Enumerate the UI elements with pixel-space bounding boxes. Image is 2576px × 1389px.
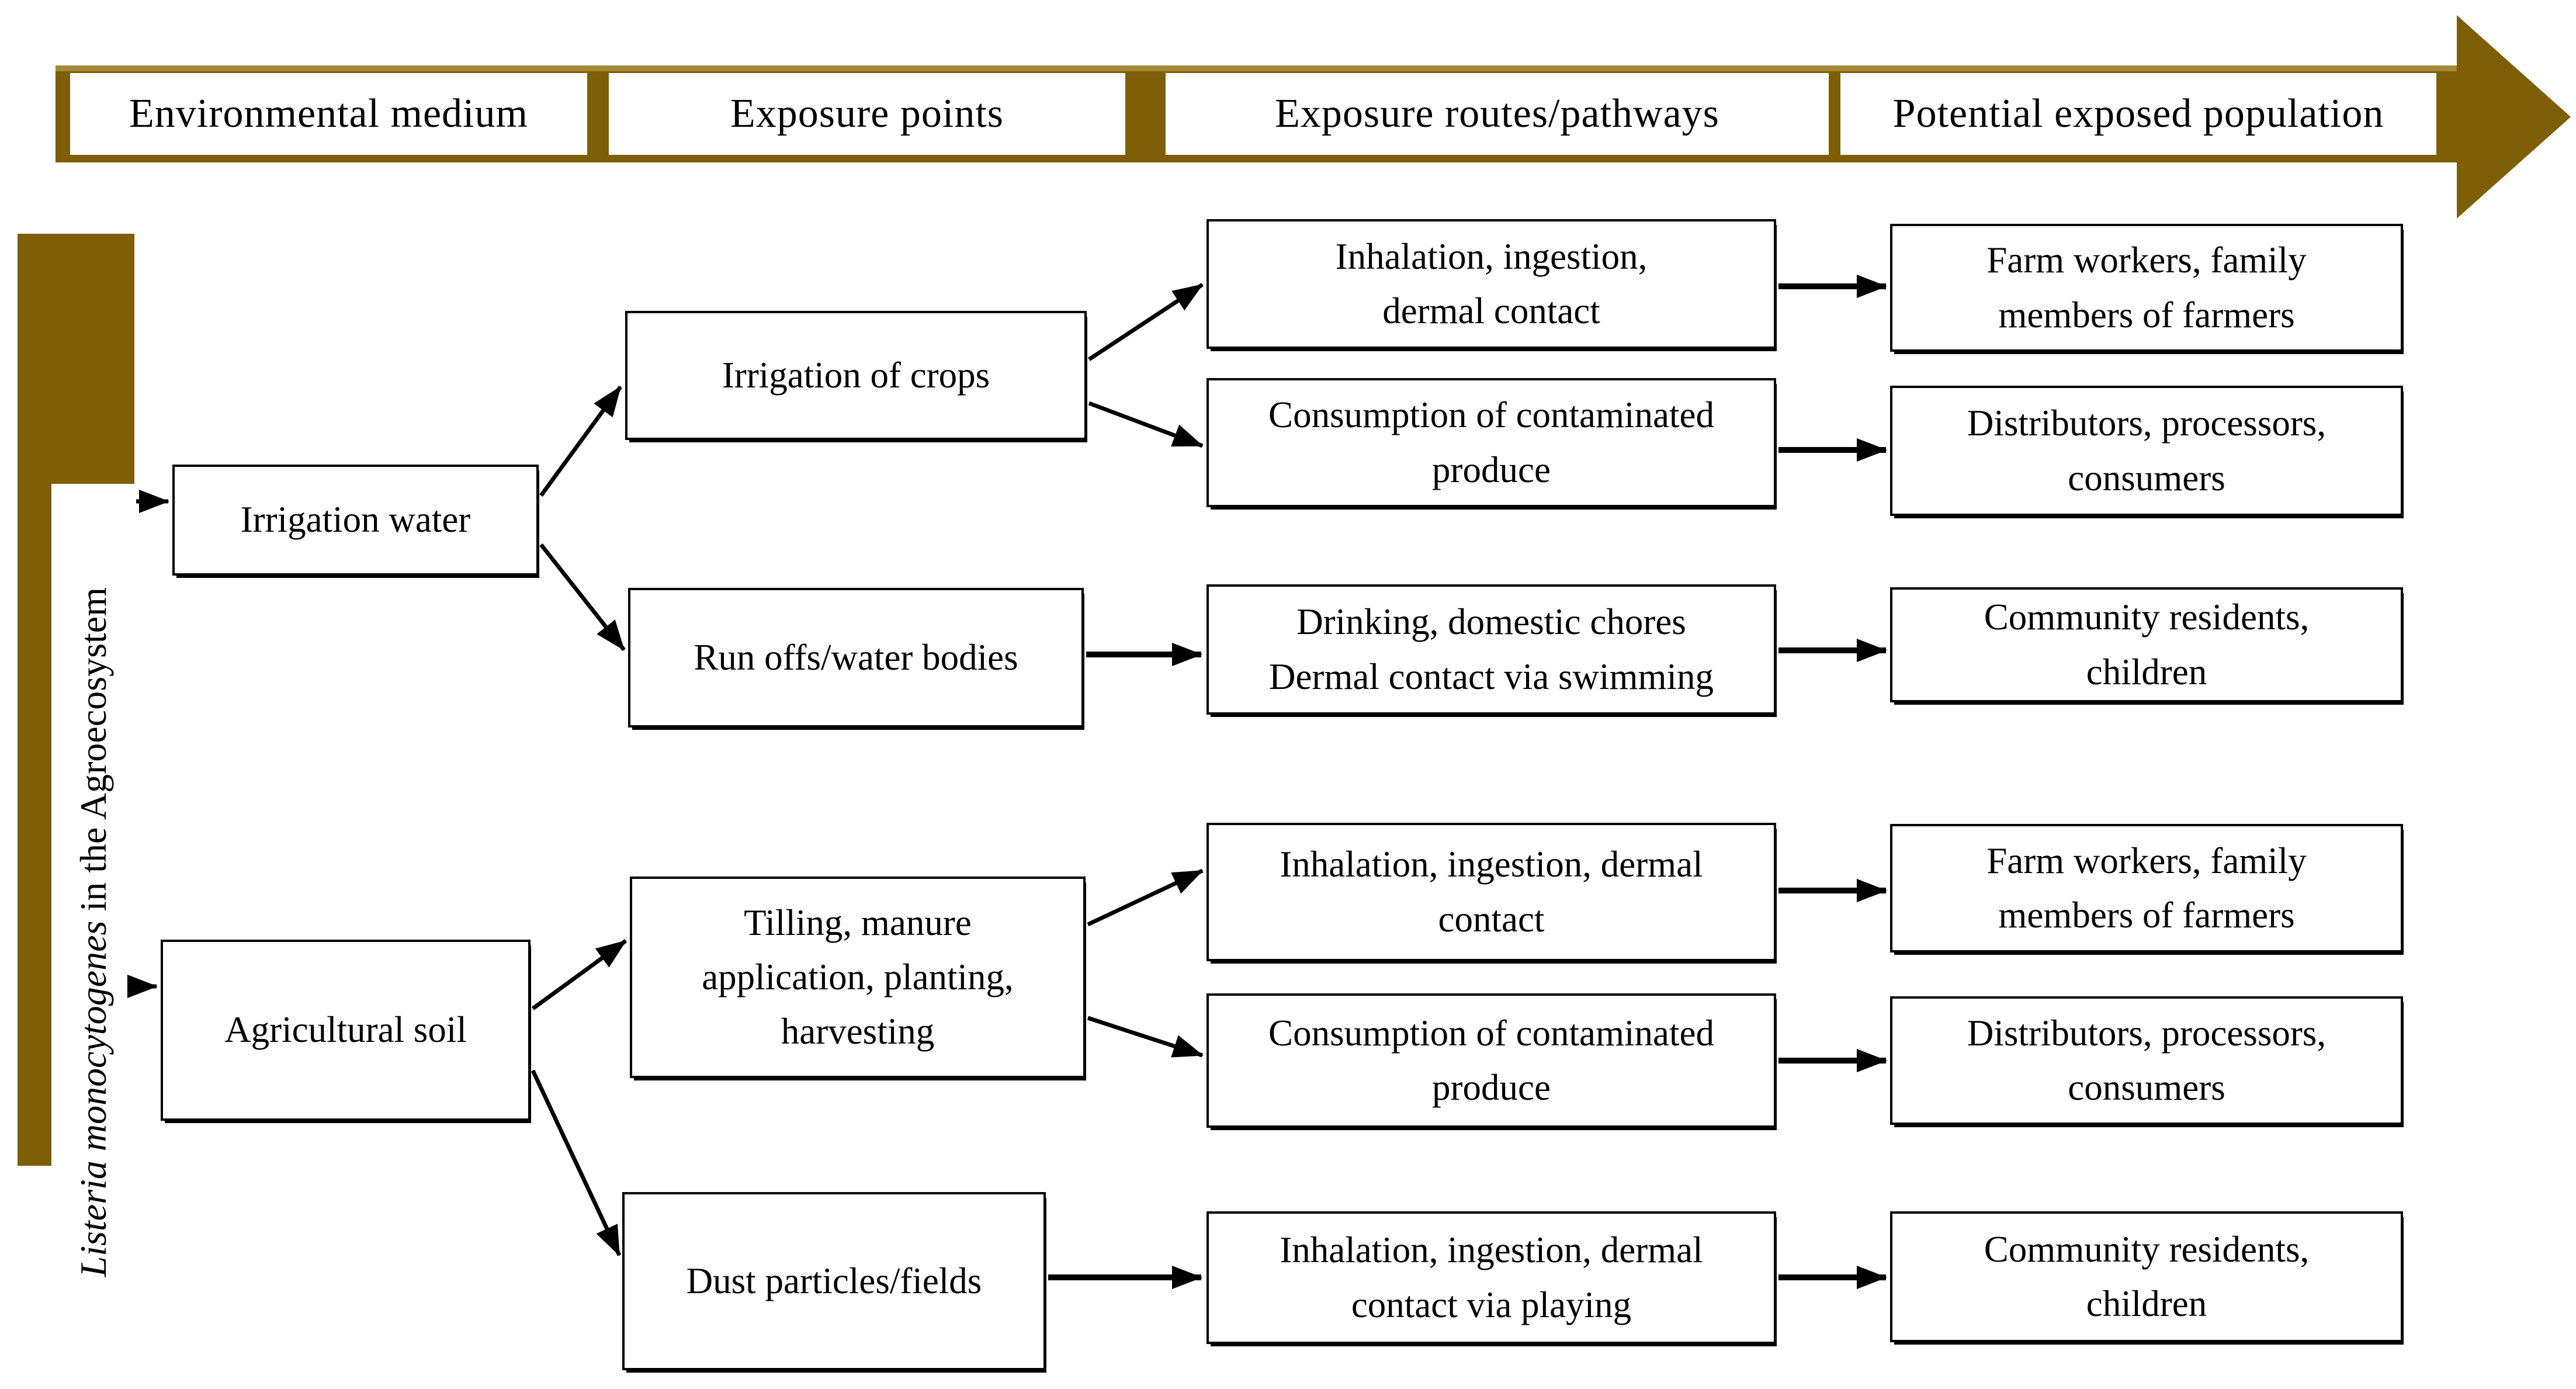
sidebar-title-inner: Listeria monocytogenes in the Agroecosys… [51, 484, 136, 1381]
arrow-soil-to-tilling [531, 939, 627, 1010]
node-agricultural-soil: Agricultural soil [161, 940, 531, 1121]
header-exposure-routes-pathways: Exposure routes/pathways [1166, 73, 1829, 155]
node-community-residents-2: Community residents, children [1890, 1211, 2403, 1342]
node-drinking-domestic-swimming: Drinking, domestic chores Dermal contact… [1206, 584, 1776, 715]
header-potential-exposed-population: Potential exposed population [1840, 73, 2436, 155]
arrow-soil-to-dust [531, 1069, 622, 1256]
arrow-crops-to-consumption-1 [1088, 401, 1204, 448]
node-tilling-manure-application: Tilling, manure application, planting, h… [630, 877, 1086, 1078]
node-inhalation-via-playing: Inhalation, ingestion, dermal contact vi… [1206, 1211, 1776, 1344]
node-consumption-produce-2: Consumption of contaminated produce [1206, 993, 1776, 1128]
banner-arrowhead [2457, 15, 2571, 219]
node-irrigation-of-crops: Irrigation of crops [625, 311, 1087, 440]
node-community-residents-1: Community residents, children [1890, 587, 2403, 702]
arrow-crops-to-inhalation-1 [1088, 283, 1204, 361]
node-consumption-produce-1: Consumption of contaminated produce [1206, 378, 1776, 507]
node-run-offs-water-bodies: Run offs/water bodies [628, 588, 1084, 728]
arrow-water-to-runoffs [539, 543, 626, 652]
node-inhalation-ingestion-dermal-1: Inhalation, ingestion, dermal contact [1206, 219, 1776, 349]
node-distributors-consumers-1: Distributors, processors, consumers [1890, 386, 2403, 516]
arrow-tilling-to-inhalation-2 [1087, 868, 1204, 927]
sidebar-title-text: Listeria monocytogenes in the Agroecosys… [72, 587, 115, 1277]
node-farm-workers-family-1: Farm workers, family members of farmers [1890, 224, 2403, 352]
node-irrigation-water: Irrigation water [172, 465, 539, 576]
node-farm-workers-family-2: Farm workers, family members of farmers [1890, 824, 2403, 952]
header-environmental-medium: Environmental medium [70, 73, 587, 155]
header-exposure-points: Exposure points [609, 73, 1125, 155]
sidebar-title-rest: in the Agroecosystem [72, 587, 114, 921]
species-name-italic: Listeria monocytogenes [72, 920, 114, 1277]
node-inhalation-ingestion-dermal-2: Inhalation, ingestion, dermal contact [1206, 823, 1776, 961]
arrow-tilling-to-consumption-2 [1087, 1016, 1204, 1058]
sidebar-title-bar: Listeria monocytogenes in the Agroecosys… [18, 234, 136, 1381]
node-distributors-consumers-2: Distributors, processors, consumers [1890, 996, 2403, 1125]
node-dust-particles-fields: Dust particles/fields [622, 1192, 1046, 1370]
arrow-water-to-crops [539, 385, 622, 497]
